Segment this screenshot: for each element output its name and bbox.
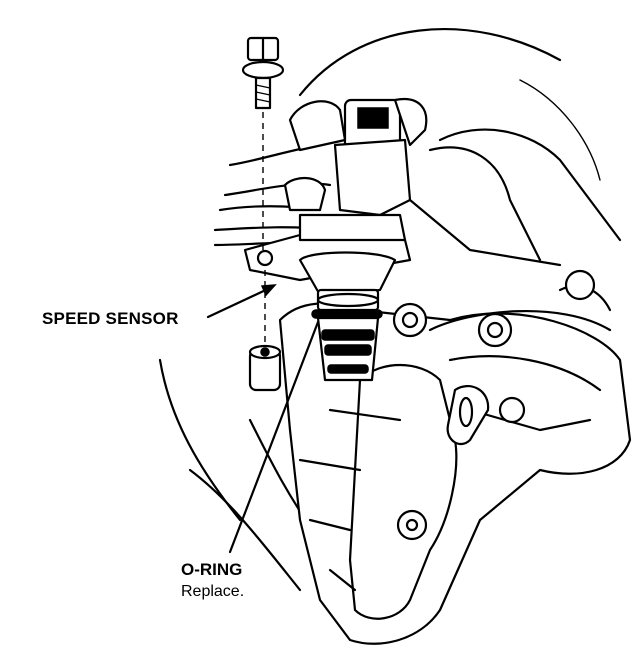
mounting-stud-boss bbox=[248, 344, 282, 392]
transmission-housing bbox=[278, 285, 632, 645]
speed-sensor-body bbox=[243, 213, 412, 312]
mounting-bosses bbox=[392, 269, 596, 541]
o-ring-label: O-RING bbox=[181, 560, 243, 579]
speed-sensor-label: SPEED SENSOR bbox=[42, 309, 179, 328]
engine-background-outline bbox=[158, 28, 622, 592]
sensor-connector bbox=[288, 97, 428, 217]
alignment-lines bbox=[262, 112, 266, 345]
o-ring bbox=[311, 309, 383, 319]
o-ring-replace-note: Replace. bbox=[181, 583, 245, 600]
sensor-shaft bbox=[316, 316, 380, 382]
leader-lines bbox=[206, 284, 320, 554]
mounting-bolt bbox=[241, 36, 285, 110]
